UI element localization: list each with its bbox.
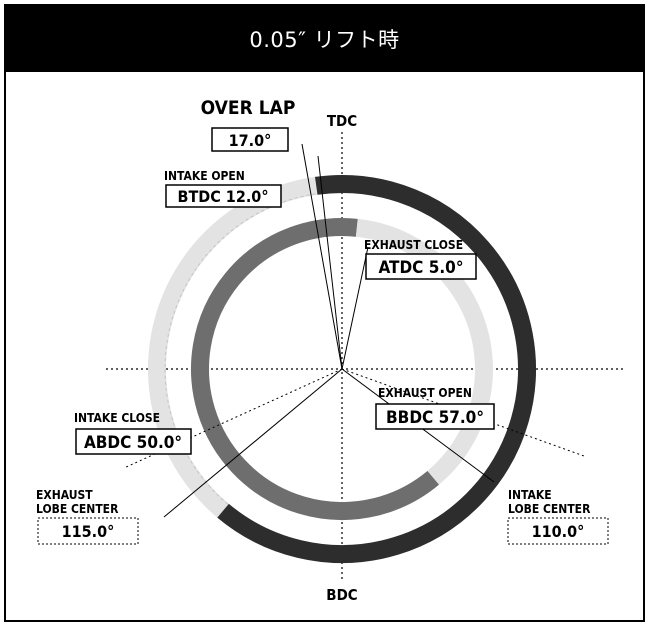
exhaust-close-value: ATDC 5.0° [379, 258, 464, 278]
intake-lobe-center-box [507, 517, 609, 545]
over-lap-label: OVER LAP [201, 97, 296, 119]
exhaust-lobe-leader [163, 368, 343, 518]
exhaust-lobe-center-box [37, 517, 139, 545]
intake-close-label: INTAKE CLOSE [74, 411, 160, 425]
over-lap-box [211, 127, 289, 152]
exhaust-lobe-center-label-2: LOBE CENTER [36, 502, 119, 516]
intake-lobe-center-value: 110.0° [532, 522, 585, 541]
exhaust-lobe-center-label-1: EXHAUST [36, 488, 93, 502]
exhaust-close-label: EXHAUST CLOSE [364, 238, 463, 252]
exhaust-close-leader [341, 246, 369, 370]
tdc-label: TDC [327, 112, 357, 130]
intake-close-box [75, 428, 192, 455]
intake-lobe-center-label-1: INTAKE [508, 488, 552, 502]
exhaust-close-box [365, 253, 477, 280]
exhaust-duration-arc [191, 218, 440, 520]
exhaust-lobe-center-value: 115.0° [62, 522, 115, 541]
intake-duration-arc [217, 175, 536, 563]
overlap-leader-2 [317, 155, 343, 370]
valve-timing-diagram: TDC BDC OVER LAP 17.0° INTAKE OPEN BTDC … [36, 97, 626, 604]
exhaust-light-arc [355, 218, 493, 485]
page-title: 0.05″ リフト時 [6, 6, 643, 72]
intake-open-value: BTDC 12.0° [177, 187, 268, 206]
diagram-frame: 0.05″ リフト時 TDC BDC OVER LAP 17.0° INTAKE… [4, 4, 645, 622]
intake-close-value: ABDC 50.0° [84, 433, 182, 453]
intake-lobe-center-label-2: LOBE CENTER [508, 502, 591, 516]
bdc-label: BDC [326, 586, 357, 604]
exhaust-open-box [375, 403, 495, 430]
intake-open-label: INTAKE OPEN [164, 169, 245, 183]
intake-open-box [165, 184, 282, 208]
exhaust-open-label: EXHAUST OPEN [378, 386, 472, 400]
exhaust-open-value: BBDC 57.0° [386, 408, 484, 428]
over-lap-value: 17.0° [229, 131, 272, 150]
overlap-leader-1 [301, 143, 343, 370]
